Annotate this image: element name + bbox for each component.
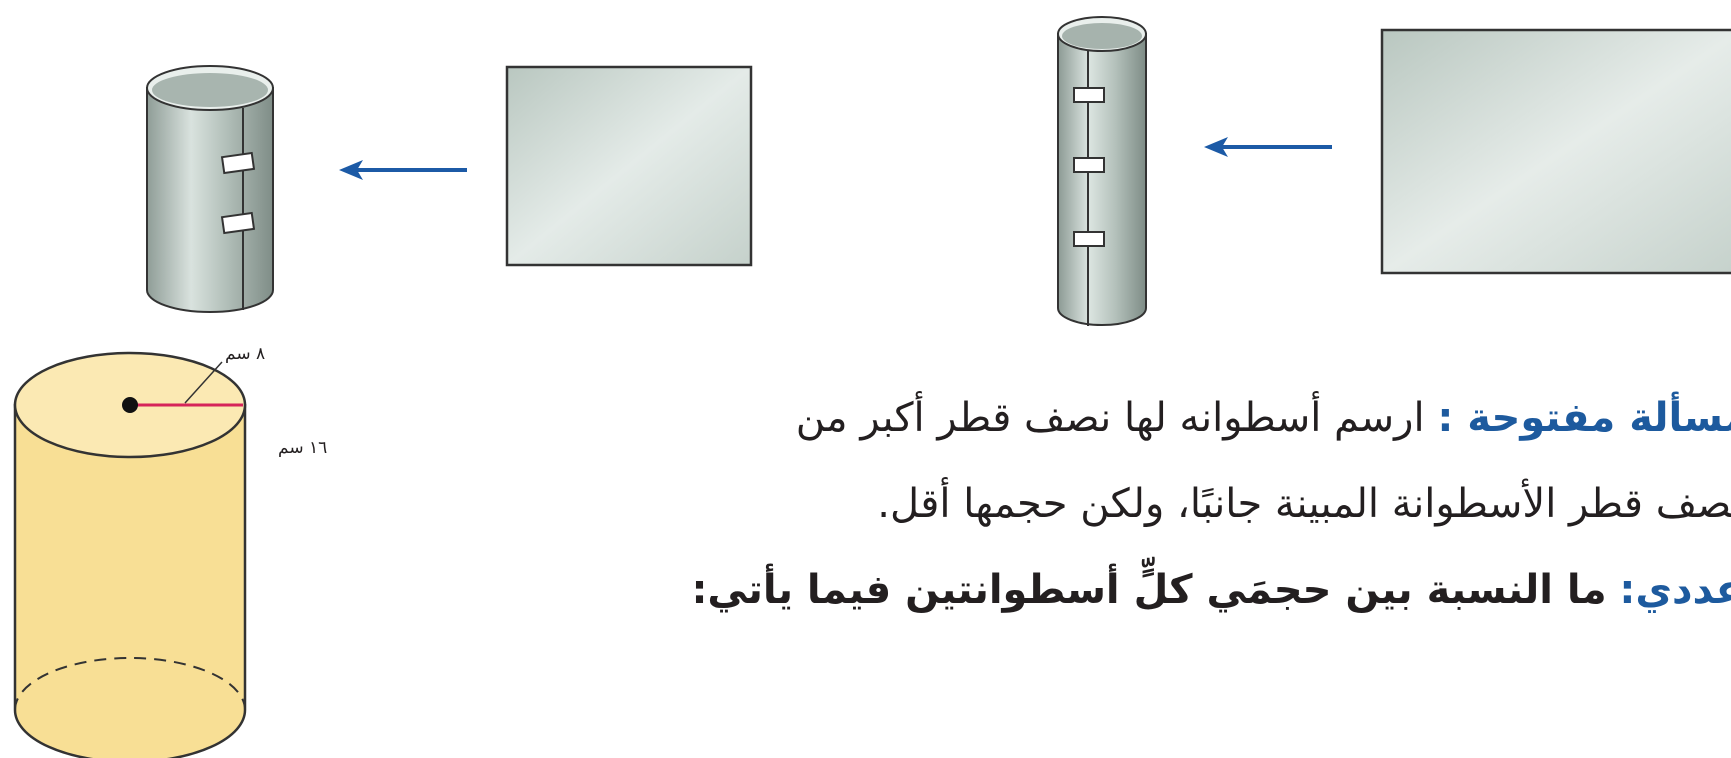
left-arrow-icon [1204, 137, 1332, 157]
open-problem-text-2: نصف قطر الأسطوانة المبينة جانبًا، ولكن ح… [877, 481, 1731, 527]
open-problem-text-1: ارسم أسطوانه لها نصف قطر أكبر من [795, 395, 1425, 441]
short-rolled-cylinder-figure [146, 65, 274, 313]
open-problem-line-2: نصف قطر الأسطوانة المبينة جانبًا، ولكن ح… [877, 481, 1731, 527]
yellow-cylinder-figure [13, 351, 247, 758]
flat-paper-sheet-figure [505, 65, 753, 267]
height-label: ١٦ سم [278, 438, 328, 458]
open-problem-line-1: مسألة مفتوحة : ارسم أسطوانه لها نصف قطر … [796, 395, 1731, 441]
left-arrow-icon [339, 160, 467, 180]
numeric-problem-keyword: عددي: [1619, 567, 1731, 613]
open-problem-keyword: مسألة مفتوحة : [1437, 395, 1731, 441]
flat-paper-sheet-figure [1380, 28, 1731, 275]
tall-rolled-cylinder-figure [1057, 16, 1147, 326]
radius-label: ٨ سم [225, 344, 266, 364]
numeric-problem-text: ما النسبة بين حجمَي كلٍّ أسطوانتين فيما … [691, 567, 1607, 613]
numeric-problem-line: عددي: ما النسبة بين حجمَي كلٍّ أسطوانتين… [691, 567, 1731, 613]
